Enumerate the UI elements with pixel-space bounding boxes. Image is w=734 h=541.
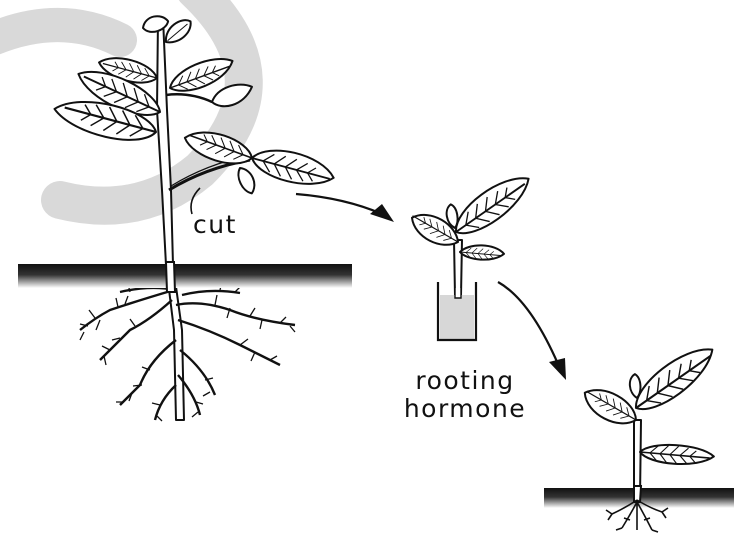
planted-cutting bbox=[578, 339, 722, 498]
mother-root-hairs bbox=[80, 280, 295, 421]
mother-roots bbox=[80, 288, 295, 420]
soil-surface bbox=[18, 264, 352, 288]
hormone-container bbox=[438, 282, 476, 340]
cutting-in-hormone bbox=[406, 167, 537, 296]
stem-segment bbox=[166, 262, 175, 292]
leaf bbox=[459, 243, 504, 261]
rooting-hormone-label: rooting hormone bbox=[400, 367, 530, 423]
leaf bbox=[235, 165, 259, 196]
cut-label: cut bbox=[193, 211, 237, 239]
rooting-hormone-label-line1: rooting bbox=[400, 367, 530, 395]
leaf bbox=[249, 143, 338, 193]
leaf bbox=[447, 167, 538, 243]
leaf bbox=[629, 374, 642, 399]
rooting-hormone-label-line2: hormone bbox=[400, 395, 530, 423]
leaf bbox=[141, 13, 170, 34]
arrow-to-cutting bbox=[296, 194, 394, 222]
leaf bbox=[639, 442, 714, 467]
leaf bbox=[626, 339, 722, 419]
